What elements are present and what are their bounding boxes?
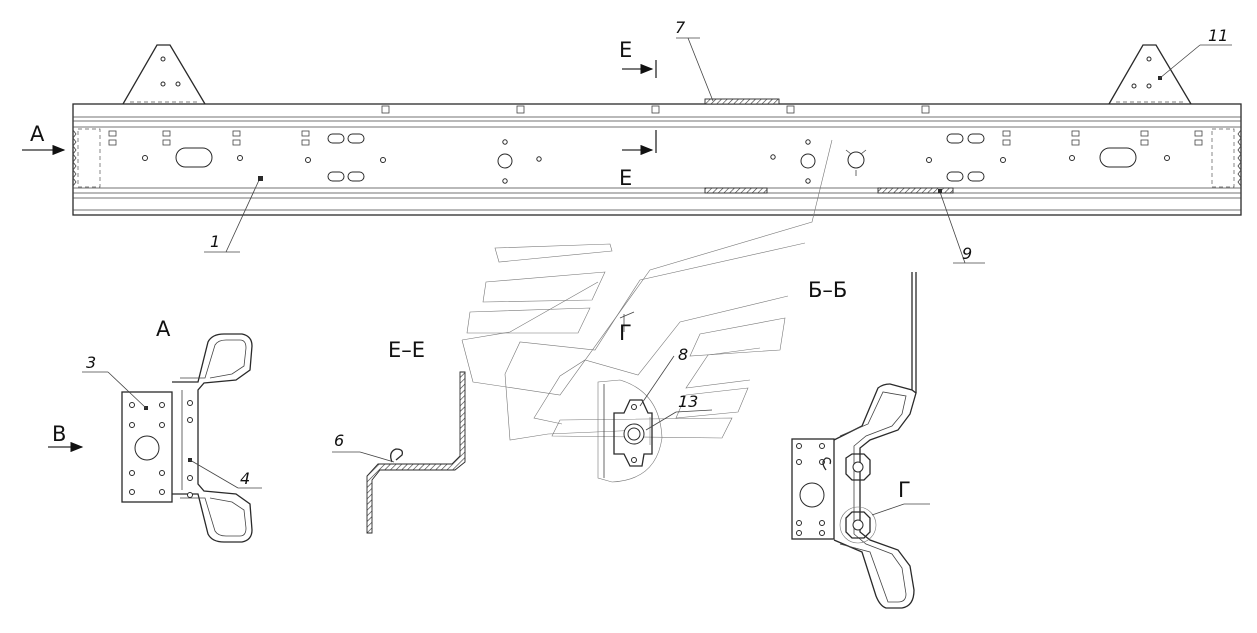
section-e-top-label: Е	[619, 38, 632, 62]
callout-9: 9	[962, 244, 972, 263]
tri-lobe-hole	[845, 149, 867, 176]
callout-3: 3	[86, 353, 96, 372]
section-bb-title: Б–Б	[808, 278, 847, 302]
view-arrow-b: В	[48, 422, 84, 453]
top-flange-slots	[381, 105, 930, 114]
view-a-title: А	[156, 317, 171, 341]
plate-lower-left	[704, 187, 768, 194]
view-a-bracket	[121, 333, 253, 543]
view-b-bracket	[791, 272, 930, 609]
bracket-right	[1108, 44, 1192, 105]
callout-1: 1	[210, 232, 220, 251]
section-ee-profile	[366, 371, 466, 534]
callout-4: 4	[240, 469, 250, 488]
section-ee-leader	[332, 451, 395, 463]
bracket-left	[122, 44, 206, 105]
web-marks	[108, 130, 1203, 146]
beam-holes	[142, 133, 1170, 184]
section-bb-iso	[461, 139, 833, 483]
main-beam	[72, 44, 1242, 216]
view-arrow-a: А	[22, 122, 66, 156]
plate-8	[704, 98, 780, 105]
callout-leaders	[204, 37, 1232, 264]
section-cut-e: Е Е	[619, 38, 657, 190]
view-arrow-a-label: А	[30, 122, 45, 146]
view-arrow-b-label: В	[52, 422, 66, 446]
callout-13: 13	[678, 392, 698, 411]
section-ee-title: Е–Е	[388, 338, 425, 362]
callout-11: 11	[1208, 26, 1228, 45]
detail-g-large-label: Г	[898, 478, 911, 502]
view-a-leaders	[82, 371, 262, 489]
callout-7: 8	[678, 345, 688, 364]
callout-8: 7	[675, 18, 686, 37]
callout-6: 6	[334, 431, 344, 450]
plate-9	[877, 187, 954, 194]
detail-g-small-label: Г	[619, 321, 632, 345]
section-e-bottom-label: Е	[619, 166, 632, 190]
